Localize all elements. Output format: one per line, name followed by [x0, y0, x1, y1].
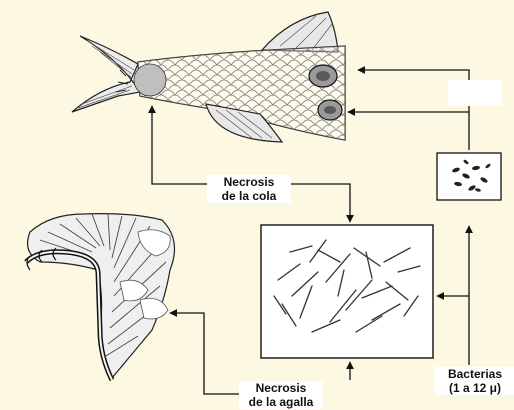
bacteria-cluster-icon: [437, 153, 501, 200]
blank-tag: [448, 80, 502, 106]
tail-necrosis-label-line2: de la cola: [209, 189, 289, 203]
gill-necrosis-label-line2: de la agalla: [241, 395, 321, 409]
fish-tail-illustration: [72, 12, 345, 142]
gill-arch-illustration: [26, 214, 175, 380]
tail-necrosis-label: Necrosis de la cola: [207, 175, 291, 203]
bacteria-microscope-view: [261, 225, 433, 358]
tail-necrosis-label-line1: Necrosis: [209, 175, 289, 189]
gill-necrosis-label-line1: Necrosis: [241, 381, 321, 395]
bacteria-label: Bacterias (1 a 12 μ): [434, 367, 514, 395]
gill-necrosis-label: Necrosis de la agalla: [239, 381, 323, 409]
bacteria-label-line1: Bacterias: [436, 367, 514, 381]
bacteria-label-line2: (1 a 12 μ): [436, 381, 514, 395]
